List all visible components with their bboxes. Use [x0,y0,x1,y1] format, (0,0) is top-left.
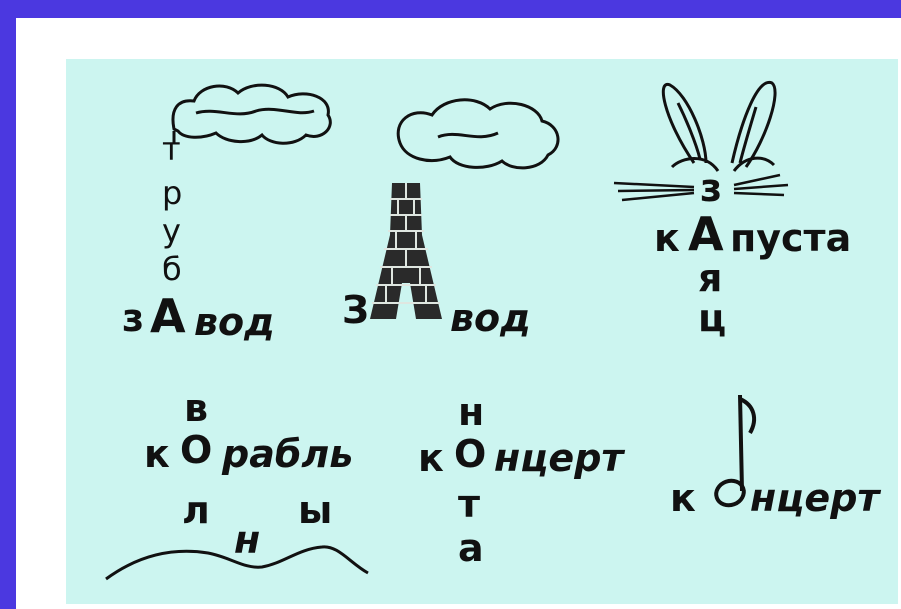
music-note-icon [714,394,757,508]
chimney-icon [370,183,442,319]
p5-letter: О [454,432,487,476]
p4-suffix: рабль [222,432,354,476]
p6-left-letter: к [670,476,696,520]
p4-wave-right: ы [298,488,333,532]
p2-suffix: вод [450,296,531,340]
p1-suffix: вод [194,300,275,344]
p1-letter: А [150,289,186,343]
p4-letter: О [180,428,213,472]
rebus-panel: т р у б з А вод З вод з к А пуста я ц в … [66,59,898,604]
p3-suffix: пуста [730,216,852,260]
p4-wave-left: л [182,488,210,532]
smoke-cloud-icon [171,83,332,145]
rebus-drawings [105,81,789,581]
p1-vertical-letter: б [162,250,182,288]
hills-wave-icon [105,545,369,581]
p3-top-letter: з [700,166,723,210]
p3-bottom-letter: я [698,256,723,300]
p1-vertical-letter: у [162,212,181,250]
p1-prefix: з [122,296,145,340]
p5-suffix: нцерт [494,436,624,480]
p1-vertical-letter: т [162,130,181,168]
p1-vertical-letter: р [162,174,183,212]
p3-bottom-letter: ц [698,296,727,340]
p4-wave-mid: н [234,518,261,562]
p3-left-letter: к [654,216,680,260]
p6-suffix: нцерт [750,476,880,520]
p3-letter: А [688,207,724,261]
p5-bottom-letter: а [458,526,484,570]
smoke-cloud-icon [396,98,560,170]
p4-top-letter: в [184,386,209,430]
p5-left-letter: к [418,436,444,480]
hare-ears-icon [661,81,777,172]
p2-prefix: З [342,288,369,332]
p5-bottom-letter: т [458,482,481,526]
slide: т р у б з А вод З вод з к А пуста я ц в … [16,18,901,609]
p5-top-letter: н [458,390,485,434]
p4-left-letter: к [144,432,170,476]
whiskers-icon [613,173,789,202]
